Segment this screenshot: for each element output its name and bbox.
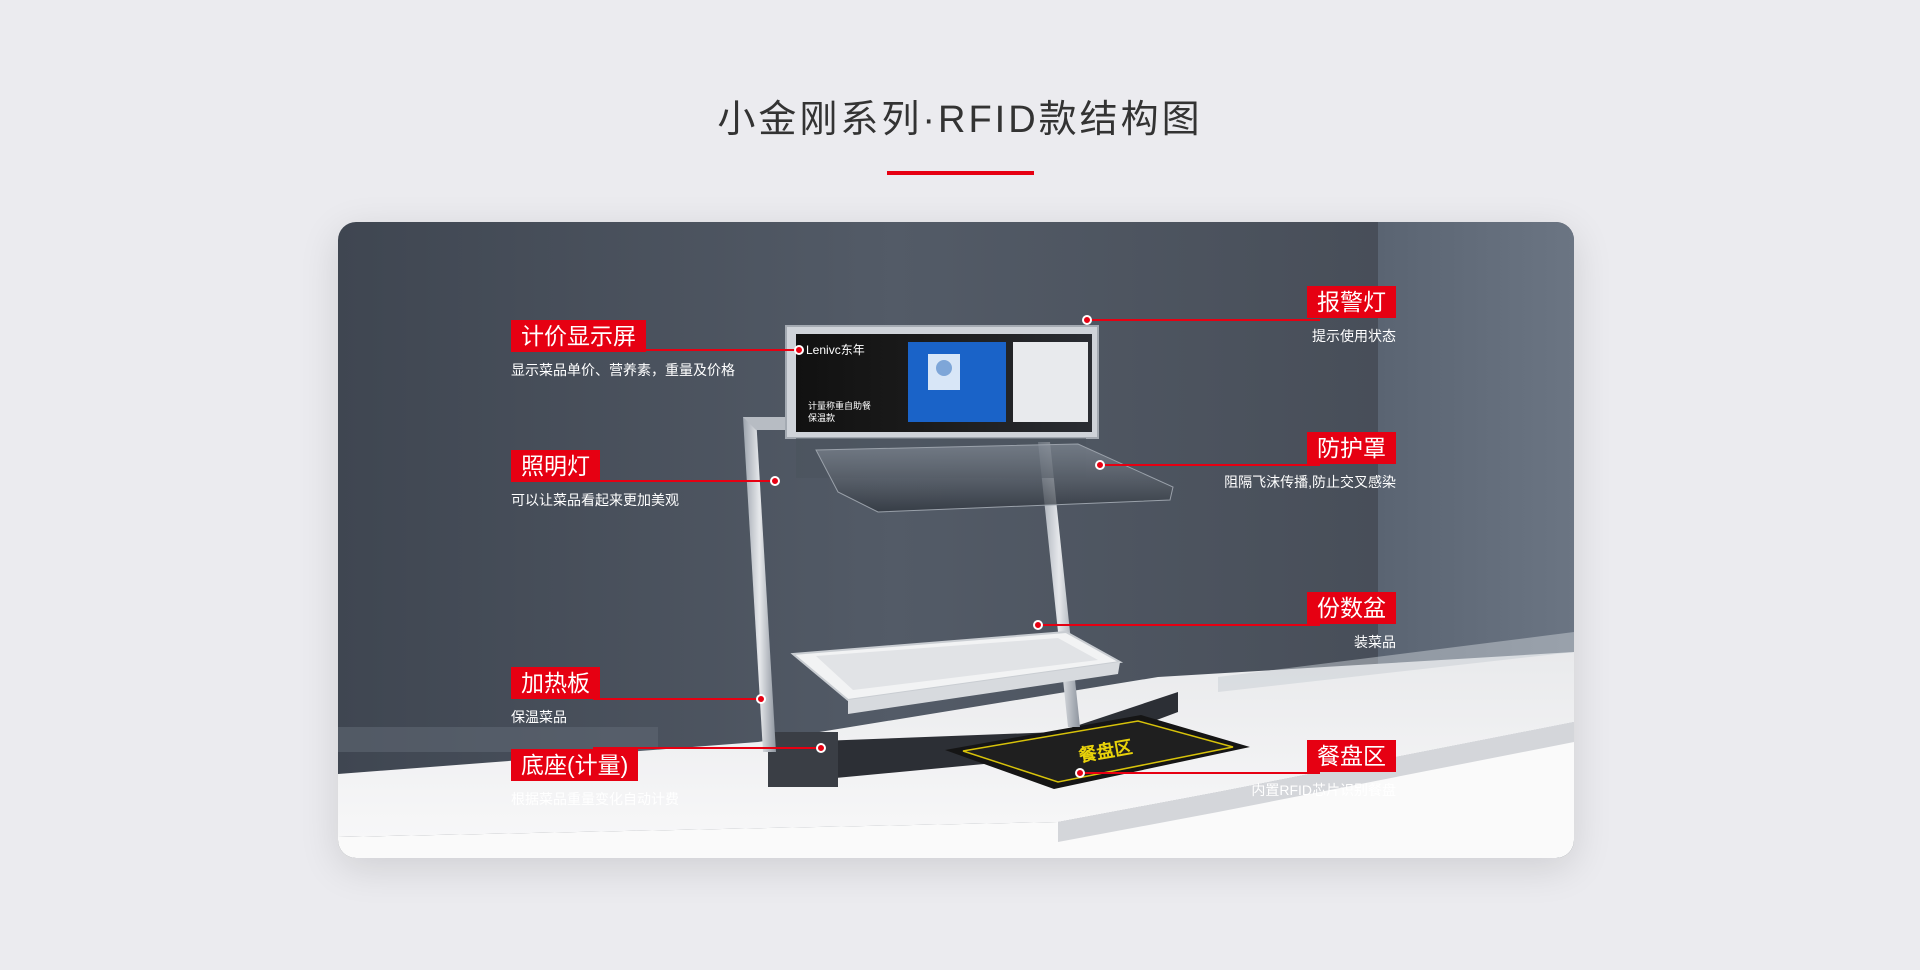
callout-alarm: 报警灯 提示使用状态 <box>1307 286 1396 346</box>
callout-light-label: 照明灯 <box>511 450 600 482</box>
callout-heater-desc: 保温菜品 <box>511 709 567 725</box>
connector-pan <box>1038 624 1320 626</box>
connector-alarm <box>1087 319 1320 321</box>
callout-alarm-desc: 提示使用状态 <box>1312 328 1396 344</box>
callout-light-desc: 可以让菜品看起来更加美观 <box>511 492 679 508</box>
base-front <box>768 732 838 787</box>
title-underline <box>887 171 1034 175</box>
base-unit <box>793 692 1178 782</box>
page-title: 小金刚系列·RFID款结构图 <box>717 99 1203 141</box>
callout-pan: 份数盆 装菜品 <box>1307 592 1396 652</box>
anchor-alarm <box>1082 315 1092 325</box>
screen-text-line2: 保温款 <box>808 412 835 423</box>
device-illustration: 餐盘区 Lenivc东年 计量称重自助餐 保温款 <box>338 222 1574 858</box>
callout-base-desc: 根据菜品重量变化自动计费 <box>511 791 679 807</box>
callout-pan-label: 份数盆 <box>1307 592 1396 624</box>
screen-avatar <box>936 360 952 376</box>
food-pan-side <box>848 662 1120 714</box>
callout-tray: 餐盘区 内置RFID芯片识别餐盘 <box>1251 740 1396 800</box>
screen-brand-text: Lenivc东年 <box>806 343 865 357</box>
sneeze-guard <box>815 443 1174 513</box>
anchor-base <box>816 743 826 753</box>
callout-tray-label: 餐盘区 <box>1307 740 1396 772</box>
connector-display <box>593 349 797 351</box>
left-leg-top <box>743 417 793 430</box>
connector-heater <box>593 698 758 700</box>
food-pan-inner <box>816 638 1098 690</box>
anchor-shield <box>1095 460 1105 470</box>
connector-tray <box>1080 772 1320 774</box>
screen-right-panel <box>1013 342 1088 422</box>
counter-front <box>338 722 1574 858</box>
counter-glass <box>1218 632 1574 692</box>
anchor-pan <box>1033 620 1043 630</box>
callout-base: 底座(计量) 根据菜品重量变化自动计费 <box>511 749 679 809</box>
callout-display-desc: 显示菜品单价、营养素，重量及价格 <box>511 362 735 378</box>
anchor-display <box>794 345 804 355</box>
callout-heater-label: 加热板 <box>511 667 600 699</box>
connector-light <box>593 480 773 482</box>
callout-alarm-label: 报警灯 <box>1307 286 1396 318</box>
structure-diagram-card: 餐盘区 Lenivc东年 计量称重自助餐 保温款 <box>338 222 1574 858</box>
connector-base <box>593 747 818 749</box>
left-leg <box>743 417 776 752</box>
callout-shield-label: 防护罩 <box>1307 432 1396 464</box>
callout-display-label: 计价显示屏 <box>511 320 646 352</box>
connector-shield <box>1100 464 1320 466</box>
callout-heater: 加热板 保温菜品 <box>511 667 600 727</box>
callout-pan-desc: 装菜品 <box>1354 634 1396 650</box>
callout-light: 照明灯 可以让菜品看起来更加美观 <box>511 450 679 510</box>
callout-shield-desc: 阻隔飞沫传播,防止交叉感染 <box>1224 474 1396 490</box>
anchor-light <box>770 476 780 486</box>
tray-zone-inner <box>962 720 1234 783</box>
counter-shadow <box>1058 722 1574 842</box>
anchor-tray <box>1075 768 1085 778</box>
callout-tray-desc: 内置RFID芯片识别餐盘 <box>1251 782 1396 798</box>
anchor-heater <box>756 694 766 704</box>
callout-display: 计价显示屏 显示菜品单价、营养素，重量及价格 <box>511 320 735 380</box>
callout-base-label: 底座(计量) <box>511 749 639 781</box>
screen-text-line1: 计量称重自助餐 <box>808 400 871 411</box>
callout-shield: 防护罩 阻隔飞沫传播,防止交叉感染 <box>1224 432 1396 492</box>
